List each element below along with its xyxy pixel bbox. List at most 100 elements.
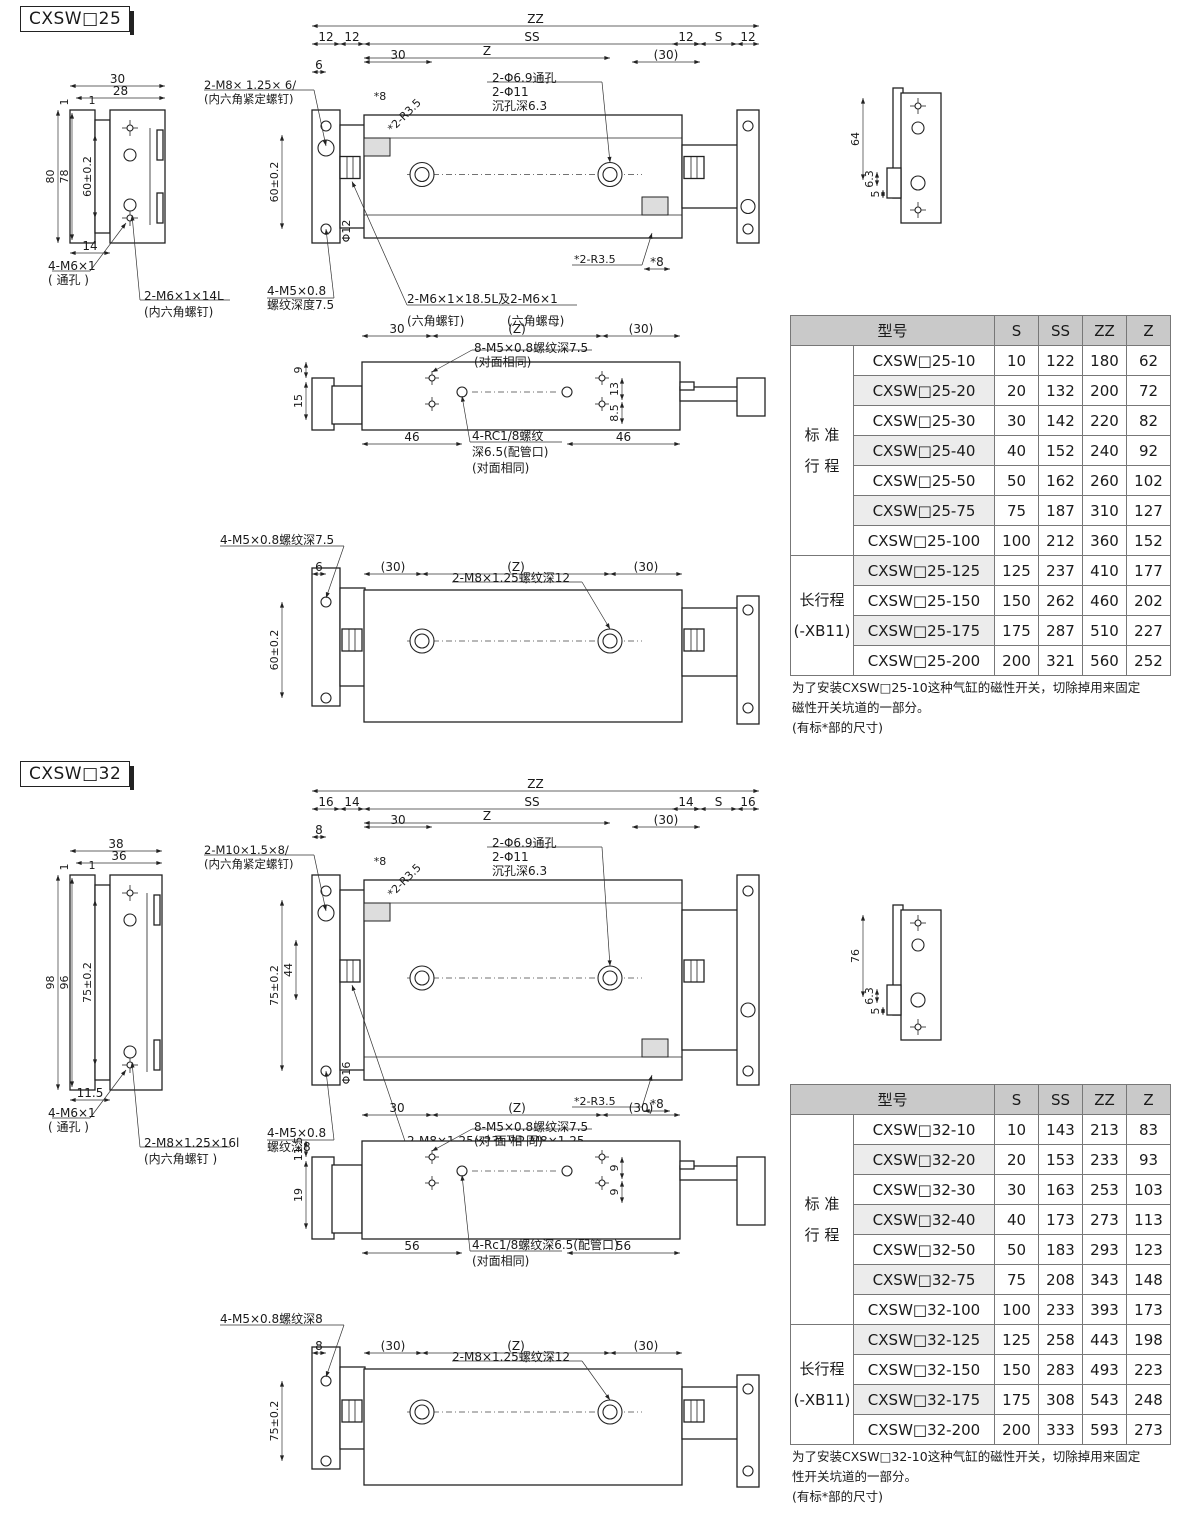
ss-cell: 152 [1038, 435, 1083, 466]
dim-end-left: 12 [318, 30, 333, 44]
label-hex-screw: 2-M6×1×14L [144, 289, 224, 303]
arrow-head [320, 834, 326, 840]
note-25: 为了安装CXSW□25-10这种气缸的磁性开关，切除掉用来固定磁性开关坑道的一部… [792, 678, 1192, 738]
dim-front-15: 15 [292, 394, 305, 408]
through-hole [414, 166, 430, 183]
group-label: 标 准行 程 [790, 345, 854, 556]
arrow-head [860, 915, 866, 921]
dim-zz: ZZ [527, 12, 543, 26]
arrow-head [596, 1112, 602, 1118]
arrow-head [92, 212, 98, 218]
drawing-line [431, 1128, 473, 1152]
label-through-hole: 2-Φ6.9通孔 [492, 836, 557, 850]
arrow-head [320, 571, 326, 577]
dim-bottom-z: (Z) [507, 560, 525, 574]
dim-side-t2: 1 [89, 859, 96, 872]
note-line: 为了安装CXSW□32-10这种气缸的磁性开关，切除掉用来固定 [792, 1449, 1141, 1464]
label-through-hole: 沉孔深6.3 [492, 864, 547, 878]
arrow-head [159, 83, 165, 89]
dim-side-bottom: 14 [82, 239, 97, 253]
arrow-head [596, 333, 602, 339]
s-cell: 125 [994, 555, 1039, 586]
arrow-head [619, 1157, 625, 1163]
s-cell: 150 [994, 1354, 1039, 1385]
s-cell: 50 [994, 465, 1039, 496]
dim-bottom-30b: (30) [634, 1339, 659, 1353]
port-hole [456, 1165, 468, 1177]
ss-cell: 173 [1038, 1204, 1083, 1235]
arrow-head [303, 362, 309, 368]
mount-hole [320, 885, 332, 897]
label-set-screw: (内六角紧定螺钉) [204, 92, 293, 106]
arrow-head [456, 441, 462, 447]
side-flange [94, 119, 111, 234]
z-cell: 202 [1126, 585, 1171, 616]
model-cell: CXSW□32-200 [853, 1414, 995, 1445]
arrow-head [279, 1065, 285, 1071]
model-cell: CXSW□32-125 [853, 1324, 995, 1355]
arrow-head [422, 571, 428, 577]
bottom-body [363, 589, 683, 723]
z-cell: 102 [1126, 465, 1171, 496]
mount-hole [740, 1002, 756, 1018]
s-cell: 75 [994, 495, 1039, 526]
arrow-head [619, 418, 625, 424]
label-mounting-hole: 4-M6×1 [48, 1106, 96, 1120]
dim-end-height: 64 [849, 132, 862, 146]
dim-30: 30 [390, 813, 405, 827]
label-m5-thread: 4-M5×0.8 [267, 1126, 326, 1140]
drawing-line [131, 1061, 141, 1148]
arrow-head [860, 991, 866, 997]
label-front-m5: 8-M5×0.8螺纹深7.5 [474, 341, 588, 355]
arrow-head [460, 1175, 465, 1181]
zz-cell: 200 [1082, 375, 1127, 406]
drawing-line [325, 1324, 345, 1378]
dim-side-height-outer: 98 [44, 976, 57, 990]
ss-cell: 258 [1038, 1324, 1083, 1355]
arrow-head [76, 860, 82, 866]
z-cell: 252 [1126, 645, 1171, 676]
hex-nut [683, 959, 705, 983]
label-m5-thread: 4-M5×0.8 [267, 284, 326, 298]
label-hex-screw: 2-M8×1.25×16l [144, 1136, 239, 1150]
dim-front-13: 13 [608, 382, 621, 396]
arrow-head [92, 135, 98, 141]
dim-front-13: 9 [608, 1165, 621, 1172]
ss-cell: 208 [1038, 1264, 1083, 1295]
arrow-head [602, 1112, 608, 1118]
model-cell: CXSW□32-30 [853, 1174, 995, 1205]
drawing-line [313, 89, 327, 147]
arrow-head [364, 820, 370, 826]
arrow-head [619, 1197, 625, 1203]
hex-nut [683, 1399, 705, 1423]
mount-hole [742, 1065, 754, 1077]
ss-cell: 163 [1038, 1174, 1083, 1205]
col-header-s: S [994, 1084, 1039, 1115]
arrow-head [426, 333, 432, 339]
dim-bottom-height: 60±0.2 [268, 630, 281, 671]
label-bottom-m8: 2-M8×1.25螺纹深12 [452, 1350, 570, 1364]
tapped-hole [598, 1153, 606, 1161]
front-body [361, 1140, 681, 1240]
dim-block-right: 12 [678, 30, 693, 44]
note-line: 磁性开关坑道的一部分。 [792, 700, 930, 715]
dim-bottom-30a: (30) [381, 560, 406, 574]
col-header-z: Z [1126, 1084, 1171, 1115]
tapped-hole [914, 206, 922, 214]
model-cell: CXSW□25-200 [853, 645, 995, 676]
front-body [361, 361, 681, 431]
arrow-head [610, 1350, 616, 1356]
s-cell: 10 [994, 1114, 1039, 1145]
dim-end-right: 16 [740, 795, 755, 809]
z-cell: 198 [1126, 1324, 1171, 1355]
tapped-hole [126, 889, 134, 897]
dim-z: Z [483, 44, 491, 58]
arrow-head [364, 55, 370, 61]
end-view-hole [910, 175, 926, 191]
dim-bottom-z: (Z) [507, 1339, 525, 1353]
zz-cell: 293 [1082, 1234, 1127, 1265]
